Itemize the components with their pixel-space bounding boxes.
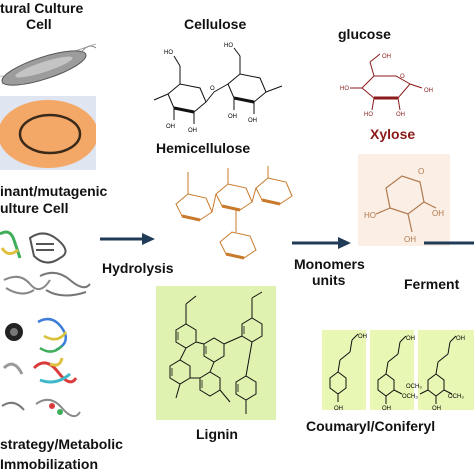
coniferyl-oh: OH (406, 336, 415, 342)
sinapyl-och3-2: OCH₃ (406, 384, 422, 390)
xylose-o: O (418, 167, 424, 176)
xylose-oh-2: OH (432, 209, 444, 218)
monomers-label-line1: Monomers (294, 256, 365, 272)
coniferyl-och3: OCH₃ (402, 394, 418, 400)
fermentation-label: Ferment (404, 276, 460, 292)
cellulose-oh-1: OH (166, 124, 175, 130)
glucose-structure: HO HO OH OH OH O (340, 48, 440, 116)
coumaryl-coniferyl-label: Coumaryl/Coniferyl (306, 418, 436, 434)
protein-5 (37, 317, 68, 353)
xylose-structure: HO O OH OH (358, 154, 450, 246)
petri-dish-image (0, 96, 96, 170)
sinapyl-och3-1: OCH₃ (448, 394, 464, 400)
bacteria-cell-image (0, 36, 96, 90)
cellulose-ho-2: HO (224, 43, 233, 49)
strategy-title-line2: Immobilization (0, 456, 98, 472)
lignin-title: Lignin (196, 426, 238, 442)
coniferyl-oh-bottom: OH (382, 406, 391, 410)
hydrolysis-arrow (100, 232, 156, 246)
protein-1 (0, 230, 22, 259)
hemicellulose-title: Hemicellulose (156, 140, 251, 156)
cellulose-structure: HO HO OH OH OH OH O (150, 40, 290, 132)
glucose-oh-top: OH (382, 54, 391, 60)
glucose-ho-2: HO (364, 112, 373, 116)
monolignols-structures: OH OH OH OH OCH₃ OH OH OCH₃ OCH₃ (322, 330, 474, 410)
monomers-label-line2: units (312, 272, 346, 288)
glucose-oh-2: OH (396, 112, 405, 116)
glucose-title: glucose (338, 26, 391, 42)
coumaryl-oh: OH (358, 334, 367, 340)
coumaryl-oh-bottom: OH (334, 406, 343, 410)
cellulose-oh-2: OH (188, 128, 197, 132)
protein-2 (28, 232, 67, 264)
protein-4 (39, 271, 91, 297)
protein-structures-image (0, 228, 96, 424)
sinapyl-oh-bottom: OH (432, 406, 441, 410)
xylose-title: Xylose (370, 126, 416, 142)
glucose-ho-1: HO (340, 86, 349, 92)
cellulose-ho-1: HO (164, 50, 173, 56)
glucose-o: O (400, 74, 405, 80)
natural-culture-title-line2: Cell (26, 16, 52, 32)
cellulose-oh-4: OH (248, 118, 257, 124)
lignin-structure (156, 286, 276, 420)
strategy-title-line1: strategy/Metabolic (0, 436, 123, 452)
cellulose-oh-3: OH (228, 114, 237, 120)
protein-7 (1, 398, 81, 418)
protein-3 (3, 275, 51, 295)
fermentation-arrow (424, 236, 474, 250)
recombinant-title-line1: inant/mutagenic (0, 183, 108, 199)
monomers-arrow (292, 236, 352, 250)
xylose-oh-1: OH (404, 235, 416, 244)
hemicellulose-structure (170, 164, 300, 274)
glucose-oh-3: OH (424, 88, 433, 94)
hydrolysis-label: Hydrolysis (102, 260, 174, 276)
protein-6 (2, 357, 78, 384)
natural-culture-title-line1: tural Culture (0, 0, 84, 16)
cellulose-o-link: O (210, 86, 215, 92)
cellulose-title: Cellulose (184, 16, 247, 32)
recombinant-title-line2: ulture Cell (0, 200, 69, 216)
xylose-ho: HO (364, 211, 376, 220)
sinapyl-oh: OH (456, 336, 465, 342)
